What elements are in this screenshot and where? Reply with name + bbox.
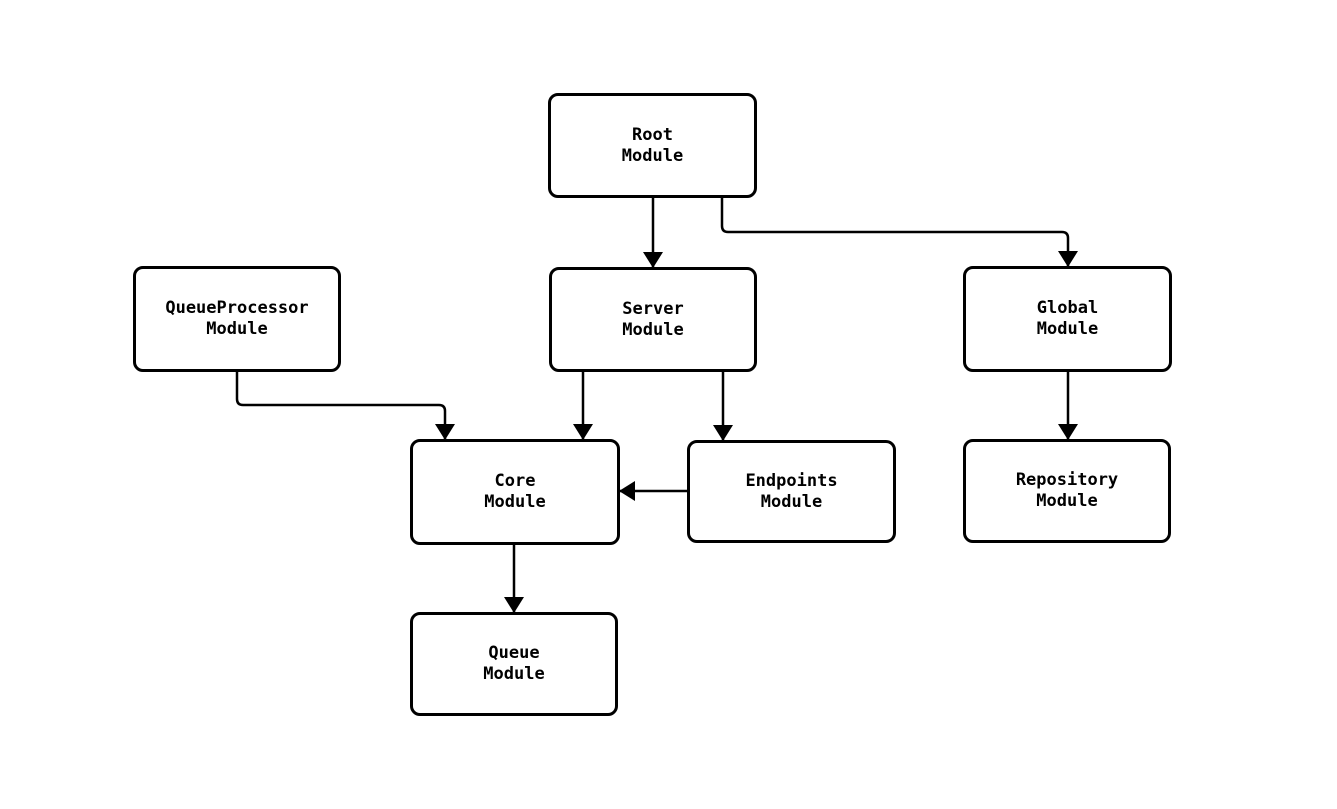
node-queue-module: Queue Module xyxy=(410,612,618,716)
edge-root-global xyxy=(720,198,1078,267)
node-queueprocessor-module: QueueProcessor Module xyxy=(133,266,341,372)
edge-queueprocessor-core xyxy=(235,372,455,440)
node-global-module: Global Module xyxy=(963,266,1172,372)
node-core-module: Core Module xyxy=(410,439,620,545)
node-server-module: Server Module xyxy=(549,267,757,372)
node-endpoints-module: Endpoints Module xyxy=(687,440,896,543)
node-repository-module: Repository Module xyxy=(963,439,1171,543)
node-root-module: Root Module xyxy=(548,93,757,198)
